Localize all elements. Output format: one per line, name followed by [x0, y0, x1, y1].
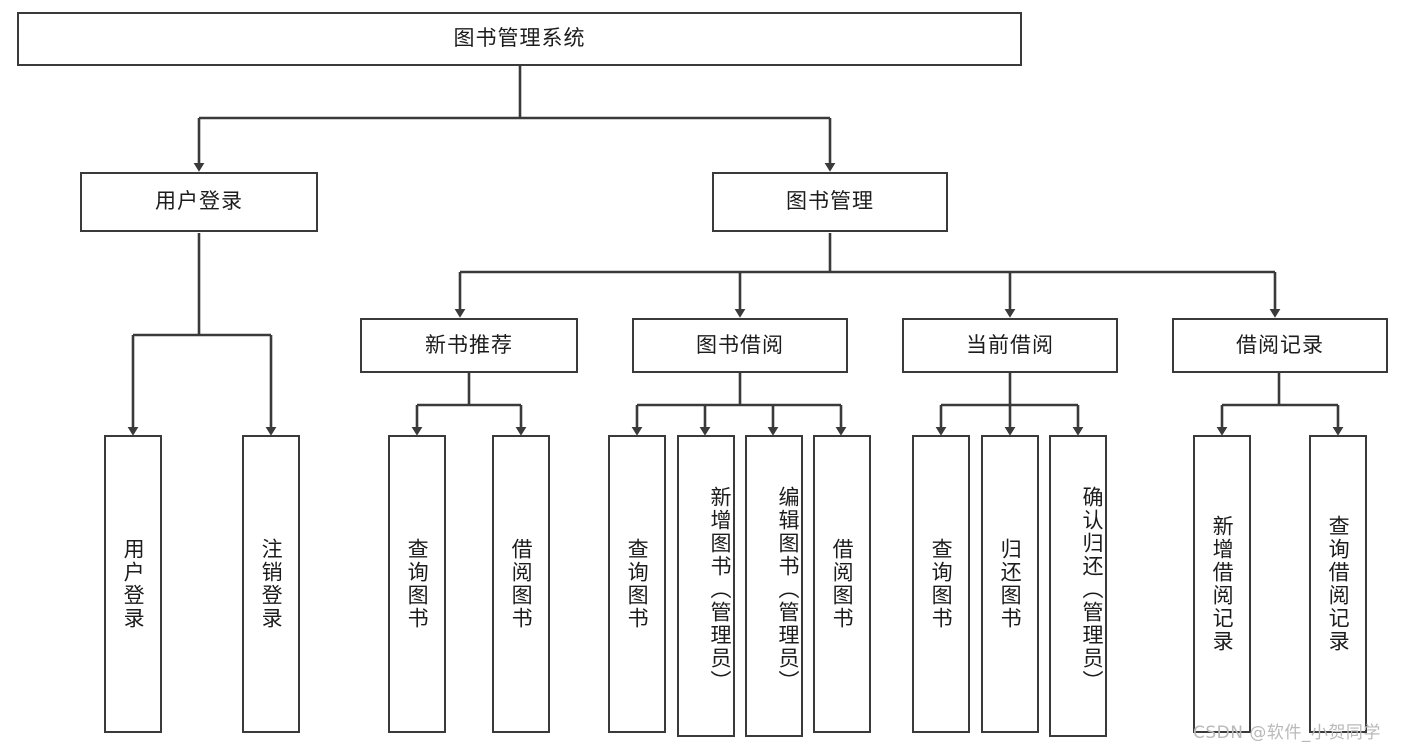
node-label: 借阅图书 — [509, 538, 534, 630]
node-label: 注销登录 — [259, 538, 284, 630]
csdn-watermark: CSDN @软件_小贺同学 — [1193, 723, 1381, 743]
node-label: 借阅记录 — [1236, 332, 1324, 357]
leaf-currentborrow-query-book[interactable]: 查询图书 — [912, 435, 970, 733]
leaf-newbook-query-book[interactable]: 查询图书 — [388, 435, 446, 733]
leaf-newbook-borrow-book[interactable]: 借阅图书 — [492, 435, 550, 733]
node-label: 确认归还（管理员） — [1080, 485, 1104, 693]
node-book-borrow[interactable]: 图书借阅 — [632, 318, 848, 373]
leaf-currentborrow-confirm-return-admin[interactable]: 确认归还（管理员） — [1049, 435, 1107, 737]
leaf-user-logout[interactable]: 注销登录 — [242, 435, 300, 733]
node-label: 图书管理系统 — [453, 26, 586, 51]
node-label: 查询借阅记录 — [1326, 515, 1351, 653]
node-label: 编辑图书（管理员） — [776, 485, 800, 693]
node-label: 图书借阅 — [696, 332, 784, 357]
leaf-bookborrow-add-book-admin[interactable]: 新增图书（管理员） — [677, 435, 735, 737]
node-label: 查询图书 — [405, 538, 430, 630]
node-borrow-record[interactable]: 借阅记录 — [1172, 318, 1388, 373]
leaf-borrowrecord-add-record[interactable]: 新增借阅记录 — [1193, 435, 1251, 733]
leaf-bookborrow-query-book[interactable]: 查询图书 — [608, 435, 666, 733]
leaf-borrowrecord-query-record[interactable]: 查询借阅记录 — [1309, 435, 1367, 733]
node-label: 查询图书 — [929, 538, 954, 630]
leaf-bookborrow-borrow-book[interactable]: 借阅图书 — [813, 435, 871, 733]
node-label: 归还图书 — [998, 538, 1023, 630]
node-root-book-management-system[interactable]: 图书管理系统 — [17, 12, 1022, 66]
leaf-user-login[interactable]: 用户登录 — [104, 435, 162, 733]
node-user-login[interactable]: 用户登录 — [80, 172, 318, 232]
node-label: 新增图书（管理员） — [708, 485, 732, 693]
node-label: 当前借阅 — [966, 332, 1054, 357]
node-label: 借阅图书 — [830, 538, 855, 630]
node-new-book-recommend[interactable]: 新书推荐 — [360, 318, 578, 373]
node-label: 图书管理 — [786, 189, 874, 214]
node-label: 新增借阅记录 — [1210, 515, 1235, 653]
leaf-bookborrow-edit-book-admin[interactable]: 编辑图书（管理员） — [745, 435, 803, 737]
node-label: 查询图书 — [625, 538, 650, 630]
node-current-borrow[interactable]: 当前借阅 — [902, 318, 1118, 373]
node-label: 用户登录 — [121, 538, 146, 630]
node-label: 用户登录 — [155, 189, 243, 214]
leaf-currentborrow-return-book[interactable]: 归还图书 — [981, 435, 1039, 733]
node-book-management[interactable]: 图书管理 — [712, 172, 948, 232]
node-label: 新书推荐 — [425, 332, 513, 357]
